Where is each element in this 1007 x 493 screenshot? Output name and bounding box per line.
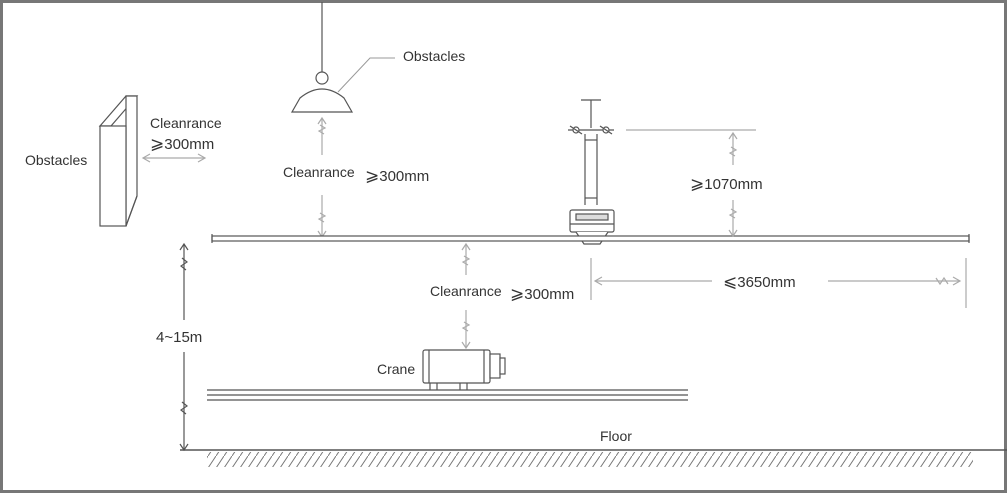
clearance-crane-mm: 300mm [524, 286, 574, 303]
clearance-crane-word: Cleanrance [430, 283, 502, 299]
fan-blade [211, 234, 970, 243]
ge-symbol: ⩾ [690, 174, 704, 194]
lamp-obstacle [290, 2, 354, 113]
clearance-lamp-value: ⩾300mm [365, 166, 429, 186]
clearance-wall-mm: 300mm [164, 136, 214, 153]
fan-drop-mm: 1070mm [704, 176, 762, 193]
crane-label: Crane [377, 361, 415, 377]
obstacles-left-label: Obstacles [25, 152, 87, 168]
ge-symbol: ⩾ [150, 134, 164, 154]
height-range-label: 4~15m [156, 329, 202, 346]
clearance-lamp-mm: 300mm [379, 168, 429, 185]
clearance-crane-label: Cleanrance [430, 283, 502, 299]
blade-radius-mm: 3650mm [737, 274, 795, 291]
fan-assembly [555, 99, 628, 245]
clearance-wall-dimension [141, 153, 207, 163]
clearance-lamp-label: Cleanrance [283, 164, 355, 180]
floor [180, 449, 1007, 467]
crane-hoist [422, 349, 506, 390]
obstacles-top-label: Obstacles [403, 48, 465, 64]
clearance-wall-label: Cleanrance [150, 115, 222, 131]
le-symbol: ⩽ [723, 272, 737, 292]
ge-symbol: ⩾ [510, 284, 524, 304]
clearance-lamp-word: Cleanrance [283, 164, 355, 180]
obstacle-box [98, 95, 139, 227]
lamp-leader-line [337, 57, 395, 93]
clearance-wall-value: ⩾300mm [150, 134, 214, 154]
ge-symbol: ⩾ [365, 166, 379, 186]
height-dimension [179, 242, 189, 452]
blade-radius-dimension [590, 258, 967, 308]
crane-rail [207, 389, 688, 401]
floor-label: Floor [600, 428, 632, 444]
clearance-crane-dimension [461, 242, 471, 350]
clearance-crane-value: ⩾300mm [510, 284, 574, 304]
fan-drop-label: ⩾1070mm [690, 174, 763, 194]
blade-radius-label: ⩽3650mm [723, 272, 796, 292]
fan-drop-dimension [626, 129, 756, 238]
